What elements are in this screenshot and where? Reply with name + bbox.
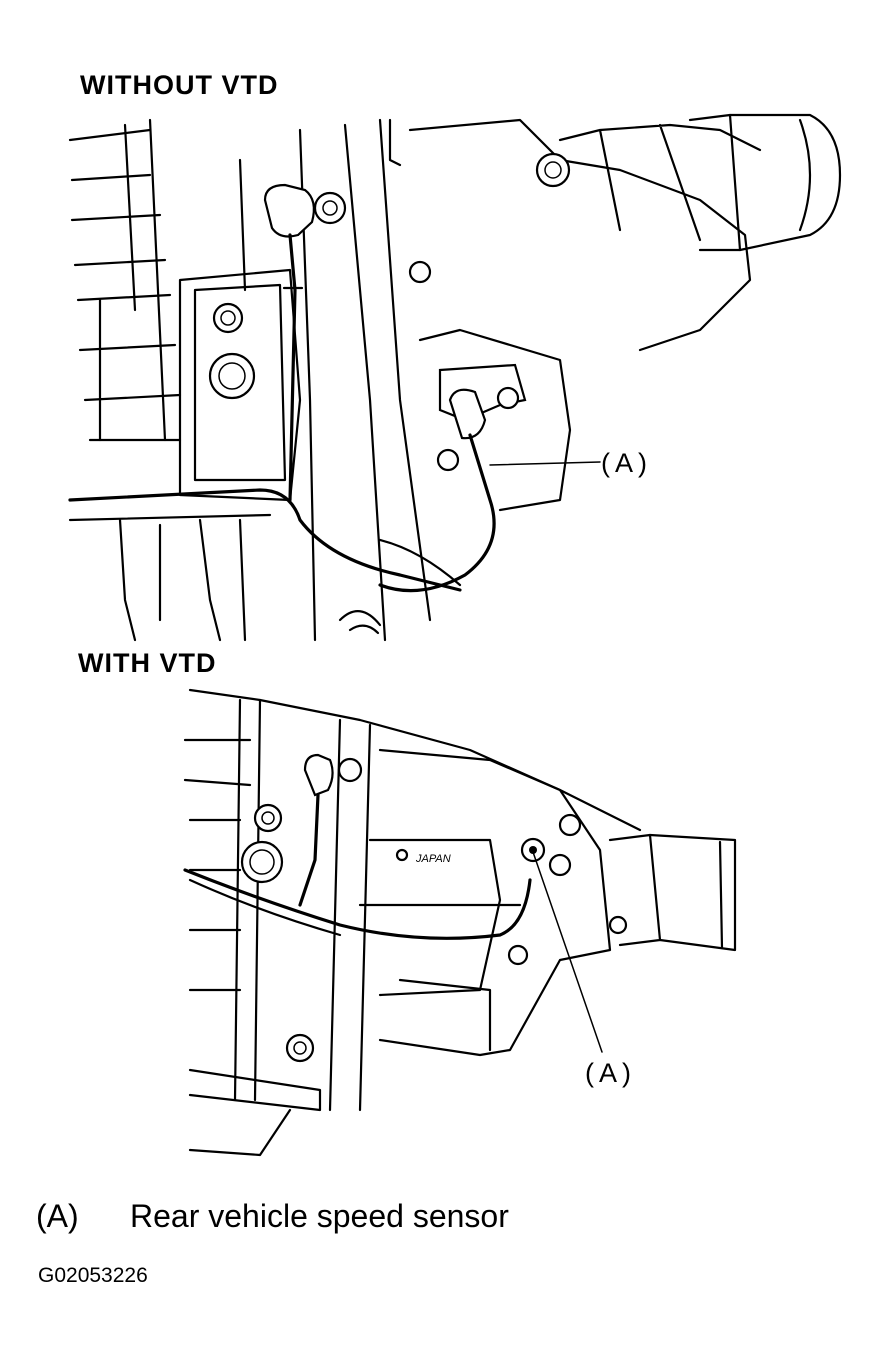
transmission-illustration-without-vtd: [68, 113, 842, 642]
legend: (A) Rear vehicle speed sensor: [36, 1200, 509, 1232]
callout-a-bottom: (A): [585, 1058, 636, 1088]
transmission-illustration-with-vtd: [183, 688, 737, 1157]
legend-key: (A): [36, 1198, 79, 1234]
japan-stamp: JAPAN: [416, 853, 451, 865]
heading-without-vtd: WITHOUT VTD: [80, 70, 279, 100]
callout-a-top: (A): [601, 448, 652, 478]
heading-with-vtd: WITH VTD: [78, 648, 217, 678]
legend-text: Rear vehicle speed sensor: [130, 1198, 509, 1234]
figure-code: G02053226: [38, 1264, 148, 1287]
